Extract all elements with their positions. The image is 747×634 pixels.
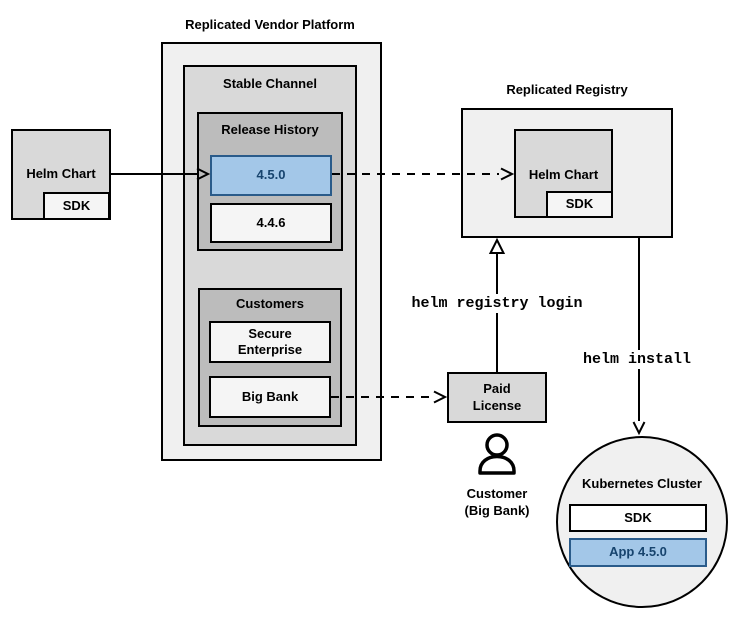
cluster-sdk-box: SDK xyxy=(569,504,707,532)
customer-secure-enterprise: Secure Enterprise xyxy=(209,321,331,363)
cluster-sdk-label: SDK xyxy=(624,509,652,525)
cluster-app-label: App 4.5.0 xyxy=(609,544,667,560)
person-icon xyxy=(478,433,516,475)
source-sdk-label: SDK xyxy=(62,197,91,213)
kubernetes-cluster-label: Kubernetes Cluster xyxy=(582,476,702,491)
registry-sdk-label: SDK xyxy=(565,196,594,212)
paid-license-label: Paid License xyxy=(472,381,522,413)
source-sdk-box: SDK xyxy=(43,192,110,220)
registry-sdk-box: SDK xyxy=(546,191,613,218)
helm-install-command: helm install xyxy=(577,350,697,369)
customer-big-bank-label: Big Bank xyxy=(241,388,299,404)
release-version-450: 4.5.0 xyxy=(210,155,332,196)
release-version-446-label: 4.4.6 xyxy=(256,214,286,230)
customer-secure-enterprise-label: Secure Enterprise xyxy=(237,325,303,357)
helm-registry-login-command: helm registry login xyxy=(406,294,588,313)
customer-caption: Customer (Big Bank) xyxy=(464,486,530,518)
registry-helm-chart-label: Helm Chart xyxy=(528,167,599,182)
arrowhead-registry-to-cluster xyxy=(632,421,646,436)
paid-license-box: Paid License xyxy=(447,372,547,423)
release-version-446: 4.4.6 xyxy=(210,203,332,243)
customers-label: Customers xyxy=(236,296,304,311)
platform-title: Replicated Vendor Platform xyxy=(185,17,355,32)
release-history-label: Release History xyxy=(221,122,319,137)
arrowhead-license-to-registry xyxy=(488,237,506,254)
release-version-450-label: 4.5.0 xyxy=(256,167,286,183)
source-helm-chart-label: Helm Chart xyxy=(26,166,96,181)
registry-title: Replicated Registry xyxy=(506,82,628,97)
stable-channel-label: Stable Channel xyxy=(223,76,317,91)
cluster-app-box: App 4.5.0 xyxy=(569,538,707,567)
arrowhead-bigbank-to-license xyxy=(433,390,448,404)
customer-big-bank: Big Bank xyxy=(209,376,331,418)
